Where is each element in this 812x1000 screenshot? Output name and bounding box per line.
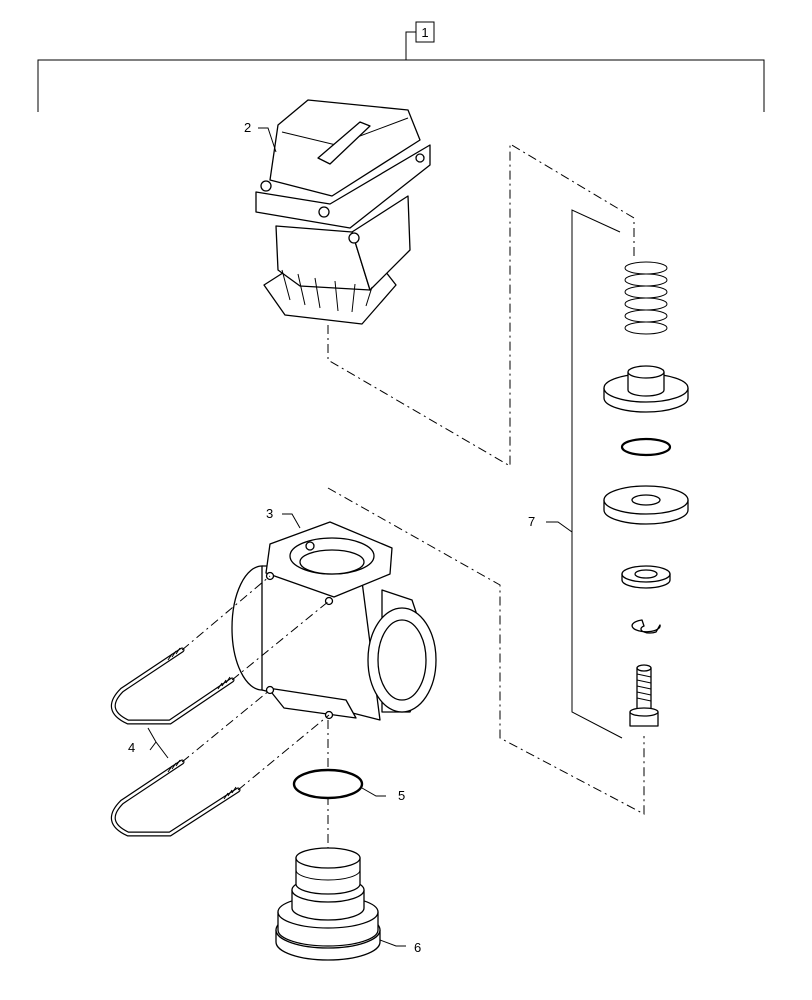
seat-washer-part <box>603 485 689 525</box>
cover-centerline <box>327 143 635 467</box>
u-bolt-centerlines <box>181 575 330 791</box>
callout-1-label: 1 <box>421 25 428 40</box>
kit-bracket <box>571 209 623 739</box>
callout-5-label: 5 <box>398 788 405 803</box>
o-ring-part <box>292 768 364 800</box>
callout-1-box: 1 <box>415 21 435 43</box>
small-o-ring-part <box>620 437 672 457</box>
callout-6-label: 6 <box>414 940 421 955</box>
valve-disc-part <box>603 365 689 413</box>
callout-3-label: 3 <box>266 506 273 521</box>
u-bolt-lower-part <box>110 759 241 837</box>
u-bolt-upper-part <box>110 647 235 725</box>
lock-washer-part <box>631 619 661 634</box>
callout-7-label: 7 <box>528 514 535 529</box>
spring-part <box>624 261 668 335</box>
valve-body-part <box>231 521 437 721</box>
bolt-part <box>629 664 659 727</box>
retainer-part <box>621 565 671 589</box>
cover-part <box>255 99 431 325</box>
callout-2-label: 2 <box>244 120 251 135</box>
assembly-bracket <box>37 31 765 112</box>
plug-part <box>275 847 381 961</box>
body-centerline <box>327 487 645 815</box>
callout-4-label: 4 <box>128 740 135 755</box>
